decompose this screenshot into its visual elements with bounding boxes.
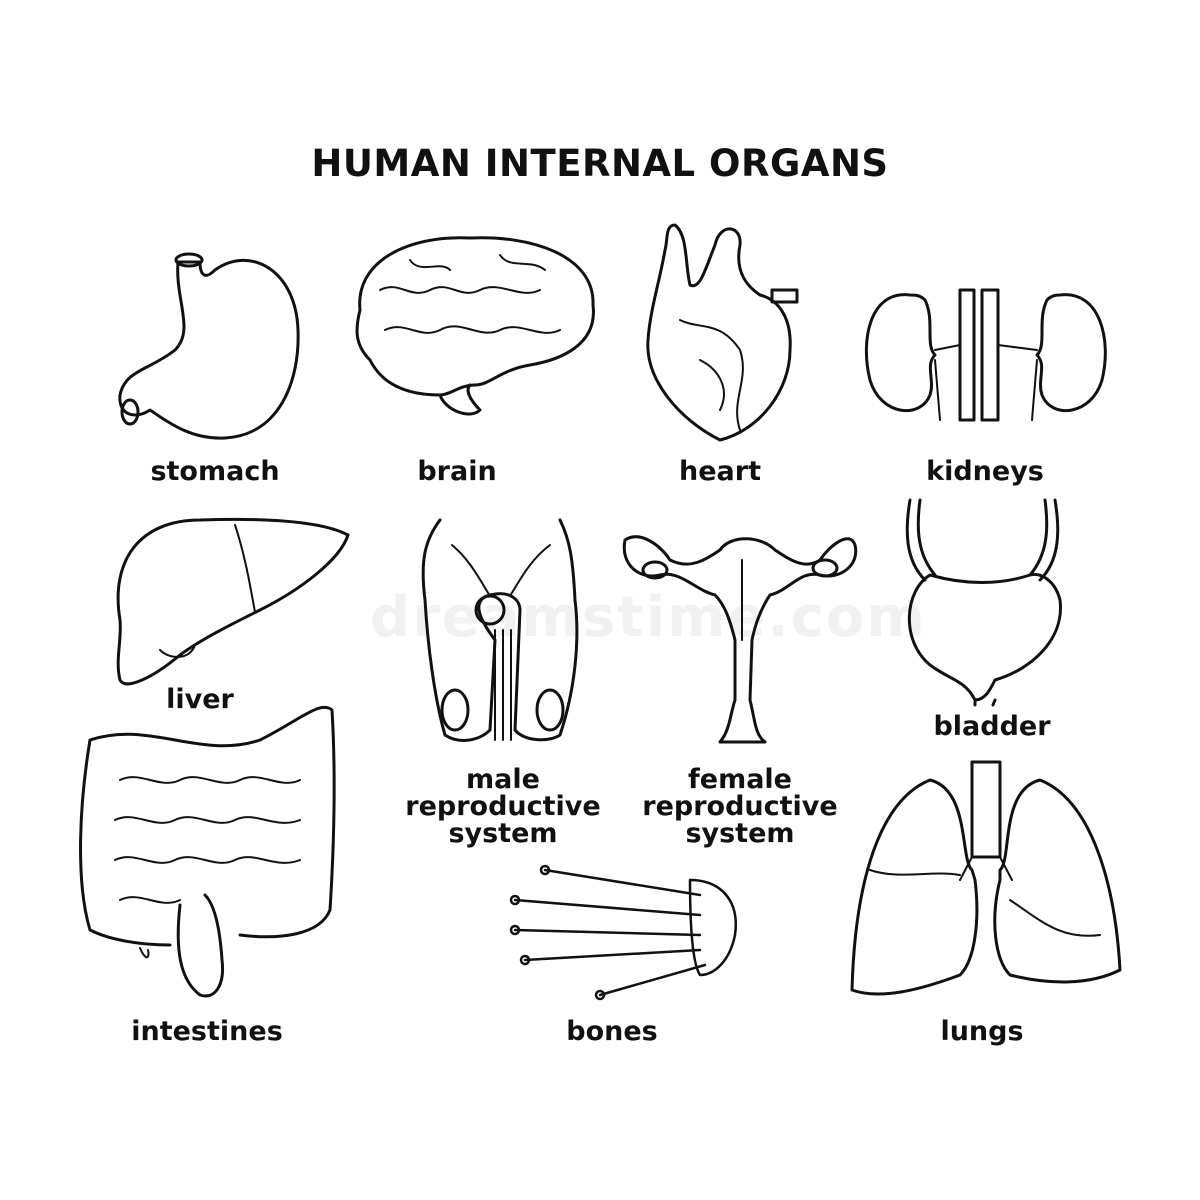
- label-line: system: [448, 818, 558, 849]
- female-reproductive-illustration: [622, 535, 858, 744]
- male-reproductive-illustration: [421, 518, 579, 742]
- label-line: system: [685, 818, 795, 849]
- page-title: HUMAN INTERNAL ORGANS: [311, 142, 889, 185]
- label-line: male: [466, 764, 540, 795]
- stomach-illustration: [118, 252, 300, 440]
- label-kidneys: kidneys: [926, 456, 1044, 487]
- label-line: reproductive: [642, 791, 838, 822]
- heart-illustration: [646, 223, 799, 442]
- bladder-illustration: [905, 498, 1062, 707]
- label-stomach: stomach: [150, 456, 280, 487]
- label-male-reproductive-system: male reproductive system: [405, 766, 600, 847]
- label-brain: brain: [417, 456, 497, 487]
- brain-illustration: [355, 236, 595, 416]
- watermark: dreamstime.com: [370, 585, 927, 650]
- label-line: female: [688, 764, 792, 795]
- label-lungs: lungs: [940, 1016, 1024, 1047]
- kidneys-illustration: [864, 288, 1107, 422]
- lungs-illustration: [850, 760, 1122, 996]
- intestines-illustration: [79, 705, 336, 998]
- liver-illustration: [116, 517, 350, 686]
- label-line: reproductive: [405, 791, 601, 822]
- label-bladder: bladder: [933, 711, 1051, 742]
- label-liver: liver: [166, 684, 234, 715]
- bones-illustration: [509, 864, 738, 1001]
- label-heart: heart: [679, 456, 761, 487]
- label-bones: bones: [566, 1016, 658, 1047]
- label-female-reproductive-system: female reproductive system: [642, 766, 837, 847]
- label-intestines: intestines: [131, 1016, 283, 1047]
